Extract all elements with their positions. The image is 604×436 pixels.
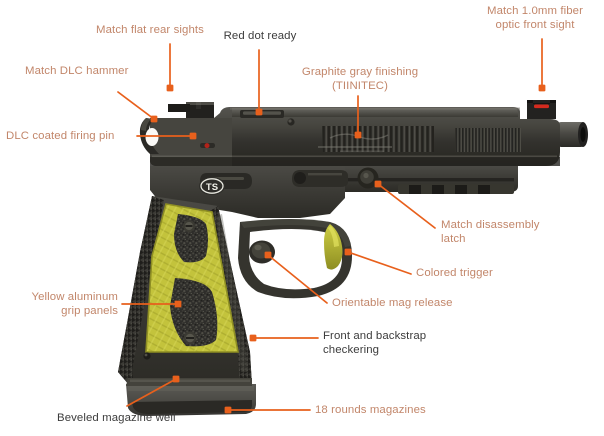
barrel-muzzle	[556, 122, 588, 147]
rear-sight	[168, 102, 214, 118]
grip-screw-top	[183, 220, 195, 232]
callout-label-match-dlc-hammer: Match DLC hammer	[25, 65, 129, 77]
callout-label-beveled-magazine-well: Beveled magazine well	[57, 412, 176, 424]
callout-label-match-1mm-fiber-optic-front-sight: Match 1.0mm fiber optic front sight	[486, 5, 584, 31]
slide	[150, 100, 560, 166]
accessory-rail	[398, 184, 514, 194]
callout-label-red-dot-ready: Red dot ready	[223, 30, 297, 42]
callout-label-front-and-backstrap-checkering: Front and backstrap checkering	[323, 330, 427, 356]
hammer	[139, 118, 159, 154]
slide-stop-lever	[292, 170, 348, 187]
grip-panel: TS	[145, 177, 239, 353]
frame: TS	[118, 166, 518, 416]
callout-label-orientable-mag-release: Orientable mag release	[332, 297, 453, 309]
svg-text:TS: TS	[206, 182, 218, 193]
callout-label-graphite-gray-finishing: Graphite gray finishing (TIINITEC)	[301, 66, 419, 92]
disassembly-latch	[357, 167, 379, 189]
trigger	[324, 224, 343, 270]
optic-plate	[240, 110, 284, 118]
brand-logo: TS	[199, 177, 225, 195]
grip-screw-bottom	[183, 331, 197, 345]
callout-label-match-disassembly-latch: Match disassembly latch	[441, 219, 540, 245]
front-sight	[527, 100, 556, 119]
callout-label-match-flat-rear-sights: Match flat rear sights	[96, 24, 204, 36]
mag-release-button	[249, 240, 275, 264]
callout-label-dlc-coated-firing-pin: DLC coated firing pin	[6, 130, 115, 142]
callout-label-colored-trigger: Colored trigger	[416, 267, 493, 279]
callout-label-18-rounds-magazines: 18 rounds magazines	[315, 404, 426, 416]
callout-label-yellow-aluminum-grip-panels: Yellow aluminum grip panels	[31, 291, 118, 317]
loaded-chamber-indicator	[200, 143, 215, 149]
